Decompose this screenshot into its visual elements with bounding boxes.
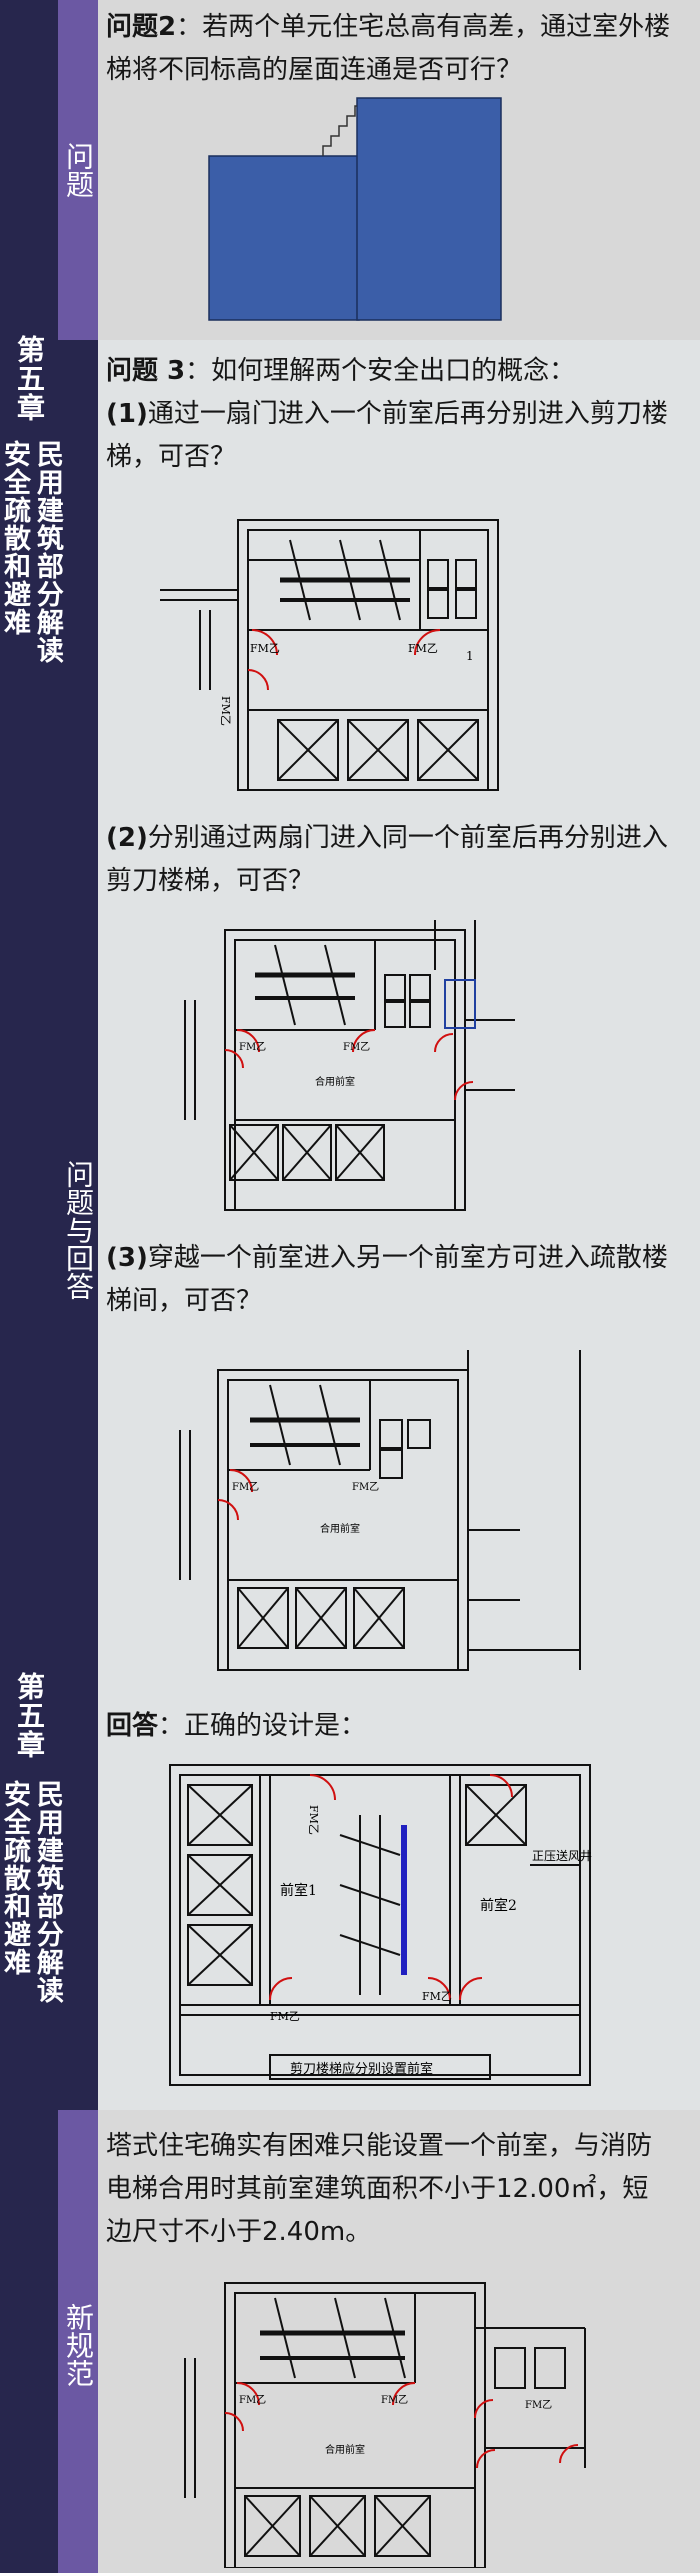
- lobby-2-label: 前室2: [480, 1897, 517, 1914]
- chapter-title-lower: 第五章: [12, 1672, 46, 1759]
- label-band-qa: [58, 340, 98, 2110]
- shared-lobby-label: 合用前室: [315, 1075, 355, 1088]
- section-label-qa: 问题与回答: [62, 1160, 95, 1300]
- fm-label: FM乙: [232, 1481, 259, 1493]
- fm-label: FM乙: [422, 1990, 452, 2003]
- fm-label: FM乙: [250, 642, 280, 655]
- fm-label: FM乙: [307, 1805, 320, 1835]
- floor-plan-1: FM乙 FM乙 FM乙 1: [160, 500, 540, 810]
- fm-label: FM乙: [239, 1041, 266, 1053]
- fm-label: FM乙: [270, 2010, 300, 2023]
- fm-label: FM乙: [408, 642, 438, 655]
- correct-design-plan: FM乙 FM乙 FM乙 前室1 前室2 正压送风井 剪刀楼梯应分别设置前室: [160, 1755, 592, 2095]
- floor-plan-2: FM乙 FM乙 合用前室: [175, 920, 545, 1220]
- question-2: 问题2：若两个单元住宅总高有高差，通过室外楼梯将不同标高的屋面连通是否可行？: [106, 12, 671, 85]
- section-label-newspec: 新规范: [62, 2303, 95, 2387]
- new-spec-text: 塔式住宅确实有困难只能设置一个前室，与消防电梯合用时其前室建筑面积不小于12.0…: [106, 2131, 653, 2247]
- label-band-question: [58, 0, 98, 340]
- chapter-band-top: [0, 0, 58, 1668]
- building-height-diagram: [208, 97, 502, 321]
- question-3-item-2: (2)分别通过两扇门进入同一个前室后再分别进入剪刀楼梯，可否？: [106, 823, 668, 896]
- panel-qa: [98, 340, 700, 2110]
- fm-label: FM乙: [381, 2394, 408, 2406]
- chapter-title-lower-rest: 民用建筑部分解读 安全疏散和避难: [0, 1780, 63, 2004]
- fm-label: FM乙: [219, 696, 232, 726]
- chapter-title-upper-rest: 民用建筑部分解读 安全疏散和避难: [0, 440, 63, 664]
- chapter-band-bottom: [0, 1668, 58, 2573]
- plan-caption: 剪刀楼梯应分别设置前室: [290, 2061, 433, 2077]
- fm-label: FM乙: [525, 2399, 552, 2411]
- question-3-item-1: (1)通过一扇门进入一个前室后再分别进入剪刀楼梯，可否？: [106, 399, 668, 472]
- fm-label: FM乙: [352, 1481, 379, 1493]
- floor-plan-3: FM乙 FM乙 合用前室: [170, 1350, 590, 1680]
- label-band-newspec: [58, 2110, 98, 2573]
- question-3-heading: 问题 3：如何理解两个安全出口的概念：: [106, 356, 576, 386]
- question-3-item-3: (3)穿越一个前室进入另一个前室方可进入疏散楼梯间，可否？: [106, 1243, 668, 1316]
- answer-heading: 回答：正确的设计是：: [106, 1711, 367, 1741]
- new-spec-plan: FM乙 FM乙 FM乙 合用前室: [165, 2268, 665, 2568]
- lobby-1-label: 前室1: [280, 1882, 317, 1899]
- chapter-title-upper: 第五章: [12, 335, 46, 422]
- pressure-shaft-label: 正压送风井: [532, 1848, 592, 1863]
- shared-lobby-label: 合用前室: [320, 1522, 360, 1535]
- fm-label: FM乙: [343, 1041, 370, 1053]
- fm-label: FM乙: [239, 2394, 266, 2406]
- plan-number: 1: [466, 649, 474, 663]
- shared-lobby-label: 合用前室: [325, 2443, 365, 2456]
- section-label-question: 问题: [62, 142, 95, 198]
